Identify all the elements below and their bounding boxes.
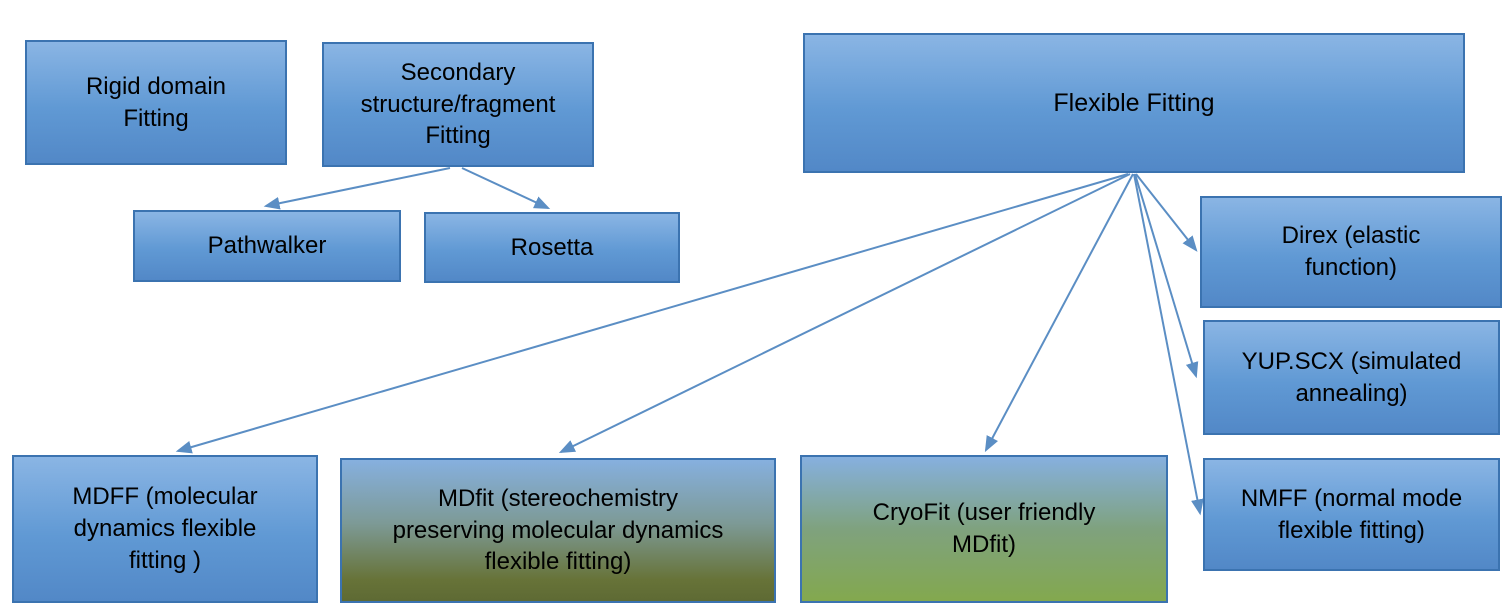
edge-secondary-pathwalker xyxy=(263,167,451,210)
node-label: CryoFit (user friendly MDfit) xyxy=(872,499,1096,558)
node-label: Flexible Fitting xyxy=(1053,88,1215,117)
node-label: NMFF (normal mode flexible fitting) xyxy=(1240,484,1463,544)
node-label: Secondary structure/fragment Fitting xyxy=(360,58,556,150)
node-pathwalker: Pathwalker xyxy=(133,210,401,282)
node-direx: Direx (elastic function) xyxy=(1200,196,1502,308)
node-label: Rigid domain Fitting xyxy=(85,72,227,132)
node-rosetta: Rosetta xyxy=(424,212,680,283)
node-rigid-domain-fitting: Rigid domain Fitting xyxy=(25,40,287,165)
node-label: YUP.SCX (simulated annealing) xyxy=(1241,347,1462,407)
node-mdff: MDFF (molecular dynamics flexible fittin… xyxy=(12,455,318,603)
edge-flexible-yupscx xyxy=(1134,173,1199,379)
node-label: Rosetta xyxy=(510,233,594,261)
node-label: Pathwalker xyxy=(207,232,327,260)
node-cryofit: CryoFit (user friendly MDfit) xyxy=(800,455,1168,603)
edge-secondary-rosetta xyxy=(461,167,551,210)
node-label: MDfit (stereochemistry preserving molecu… xyxy=(392,484,724,576)
node-flexible-fitting: Flexible Fitting xyxy=(803,33,1465,173)
node-secondary-structure-fragment-fitting: Secondary structure/fragment Fitting xyxy=(322,42,594,167)
node-yupscx: YUP.SCX (simulated annealing) xyxy=(1203,320,1500,435)
node-label: MDFF (molecular dynamics flexible fittin… xyxy=(72,483,258,574)
edge-flexible-cryofit xyxy=(984,173,1134,453)
edge-flexible-direx xyxy=(1135,173,1198,252)
node-mdfit: MDfit (stereochemistry preserving molecu… xyxy=(340,458,776,603)
node-label: Direx (elastic function) xyxy=(1281,222,1421,281)
node-nmff: NMFF (normal mode flexible fitting) xyxy=(1203,458,1500,571)
